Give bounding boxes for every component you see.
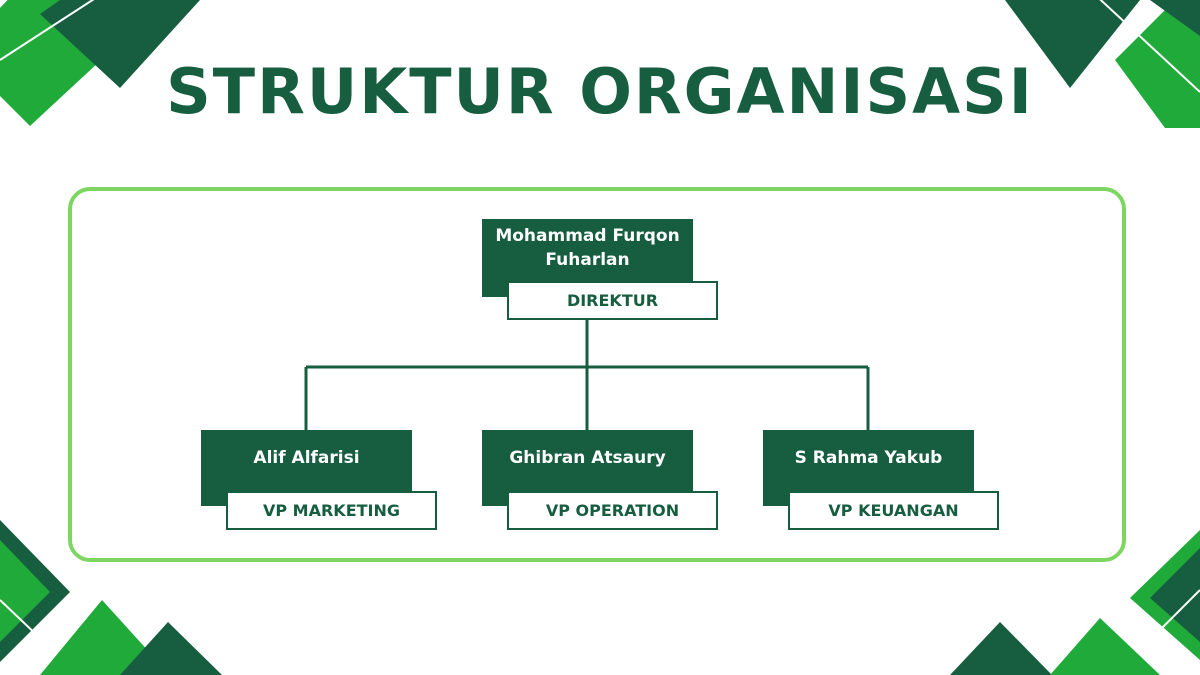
child-role-3: VP KEUANGAN (828, 501, 959, 520)
child-role-box-2: VP OPERATION (507, 491, 718, 530)
child-name-1: Alif Alfarisi (253, 448, 360, 469)
child-name-3: S Rahma Yakub (794, 448, 943, 469)
bottom-right-decoration (950, 530, 1200, 675)
child-role-2: VP OPERATION (545, 501, 680, 520)
root-role: DIREKTUR (566, 291, 659, 310)
org-chart-frame (68, 187, 1126, 562)
child-name-2: Ghibran Atsaury (509, 448, 666, 469)
root-name: Mohammad Furqon Fuharlan (495, 226, 680, 270)
bottom-left-decoration (0, 520, 222, 675)
top-left-decoration (0, 0, 200, 126)
child-role-box-1: VP MARKETING (226, 491, 437, 530)
child-role-box-3: VP KEUANGAN (788, 491, 999, 530)
root-role-box: DIREKTUR (507, 281, 718, 320)
top-right-decoration (1005, 0, 1200, 128)
child-role-1: VP MARKETING (262, 501, 401, 520)
page-title: STRUKTUR ORGANISASI (166, 55, 1034, 128)
